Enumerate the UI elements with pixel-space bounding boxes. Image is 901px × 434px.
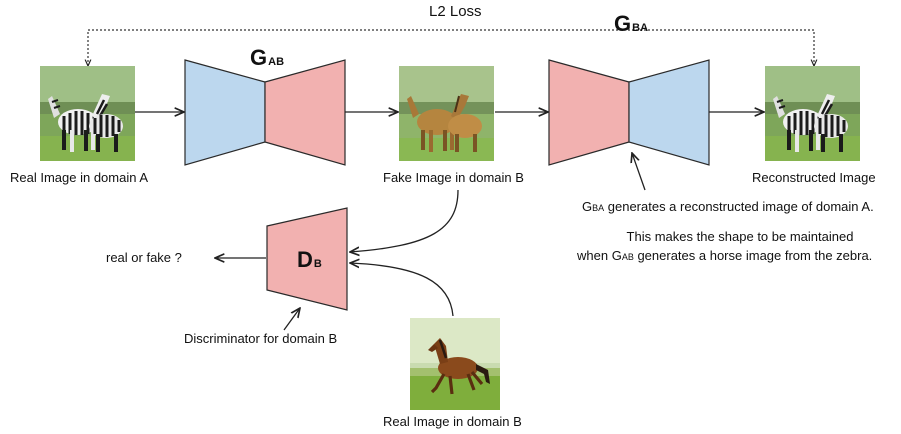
arrow-real-b-to-discriminator: [350, 263, 454, 317]
note-line-2: This makes the shape to be maintained: [626, 229, 854, 244]
l2-loss-label: L2 Loss: [429, 3, 482, 20]
note-line-1-sub: BA: [592, 203, 605, 213]
generator-ab-letter: G: [250, 45, 268, 70]
note-line-3: when GAB generates a horse image from th…: [577, 248, 872, 265]
output-label: real or fake ?: [106, 250, 182, 265]
generator-ab-encoder: [184, 59, 266, 166]
discriminator-caption: Discriminator for domain B: [184, 331, 338, 346]
real-image-domain-a: [40, 66, 135, 161]
generator-ba-subscript: BA: [632, 22, 649, 34]
caption-fake-b: Fake Image in domain B: [383, 170, 524, 185]
generator-ba-decoder: [628, 59, 710, 166]
discriminator-shape: [266, 207, 348, 311]
note-line-1-prefix: G: [582, 199, 593, 214]
note-line-3-prefix: when G: [577, 248, 622, 263]
reconstructed-image: [765, 66, 860, 161]
caption-real-b: Real Image in domain B: [383, 414, 522, 429]
caption-reconstructed: Reconstructed Image: [752, 170, 876, 185]
generator-ba-encoder: [548, 59, 630, 166]
pointer-discriminator-caption: [283, 308, 300, 331]
real-image-domain-b: [410, 318, 500, 410]
pointer-gba-note: [632, 153, 646, 191]
arrow-fake-b-to-discriminator: [350, 189, 459, 252]
l2-loss-bracket: [88, 29, 814, 66]
fake-image-domain-b: [399, 66, 494, 161]
generator-ab-subscript: AB: [268, 56, 285, 68]
caption-real-a: Real Image in domain A: [10, 170, 149, 185]
discriminator-letter: D: [297, 247, 313, 272]
generator-ab-decoder: [264, 59, 346, 166]
discriminator-subscript: B: [313, 258, 322, 270]
generator-ba-letter: G: [614, 11, 632, 36]
note-line-3-rest: generates a horse image from the zebra.: [633, 248, 873, 263]
generator-ab-label: GAB: [250, 46, 284, 74]
generator-ba-label: GBA: [614, 12, 648, 40]
note-line-3-sub: AB: [621, 252, 634, 262]
discriminator-label: DB: [297, 248, 322, 276]
note-line-1: GBA generates a reconstructed image of d…: [582, 199, 874, 216]
note-line-1-rest: generates a reconstructed image of domai…: [604, 199, 874, 214]
